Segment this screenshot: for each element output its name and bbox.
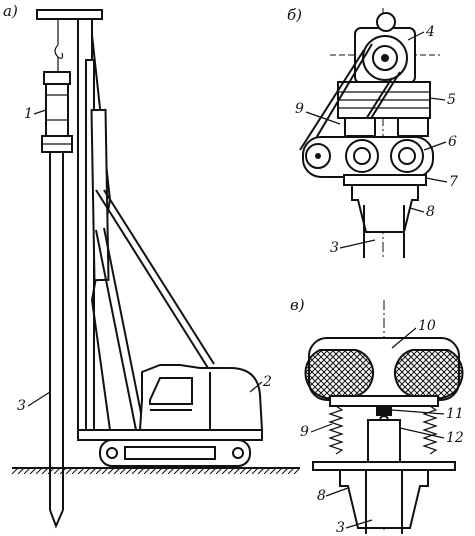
track-deck: [77, 429, 263, 441]
callout-9-b: 9: [295, 101, 304, 117]
spring-left: [328, 405, 344, 455]
boom-strut-3: [95, 229, 137, 431]
callout-5: 5: [447, 92, 456, 108]
panel-b-drawing: [299, 8, 440, 260]
panel-a-drawing: [12, 9, 300, 529]
mast-top-cap: [36, 9, 103, 20]
pile-cap-v: [339, 469, 429, 529]
belt-1: [299, 49, 365, 151]
pile-cap: [351, 184, 419, 233]
ground-hatch: [12, 468, 300, 474]
housing-base: [329, 395, 439, 407]
boom-strut-5: [91, 299, 111, 431]
upper-plate: [344, 117, 376, 137]
pile-tip: [49, 509, 64, 529]
panel-b-label: б): [287, 6, 302, 24]
callout-7: 7: [449, 174, 458, 190]
panel-v-drawing: [304, 300, 464, 534]
pile-head: [367, 419, 401, 463]
boom-strut-1: [95, 189, 209, 369]
hinge: [376, 406, 392, 416]
spring-right: [422, 405, 438, 455]
motor-eye: [376, 12, 396, 32]
gearbox-base: [343, 174, 427, 186]
callout-8-b: 8: [426, 204, 435, 220]
callout-12: 12: [446, 430, 464, 446]
callout-3-v: 3: [336, 520, 345, 536]
track-frame: [124, 446, 216, 460]
callout-3-a: 3: [17, 398, 26, 414]
hammer-body: [45, 83, 69, 137]
callout-2: 2: [262, 374, 272, 390]
eccentric-right: [393, 349, 464, 400]
callout-9-v: 9: [300, 424, 309, 440]
callout-6: 6: [448, 134, 457, 150]
panel-v-label: в): [290, 296, 305, 314]
hammer-top: [43, 71, 71, 85]
panel-a-label: а): [3, 2, 18, 20]
callout-3-b: 3: [330, 240, 339, 256]
eccentric-left: [304, 349, 375, 400]
hook: [54, 44, 64, 59]
base-plate: [312, 461, 456, 471]
callout-1: 1: [24, 106, 33, 122]
cab-window: [149, 377, 193, 405]
boom-strut-2: [103, 189, 215, 365]
callout-10: 10: [418, 318, 436, 334]
callout-11: 11: [446, 406, 464, 422]
callout-4: 4: [425, 24, 435, 40]
callout-8-v: 8: [317, 488, 326, 504]
boom-strut-4: [103, 227, 145, 429]
